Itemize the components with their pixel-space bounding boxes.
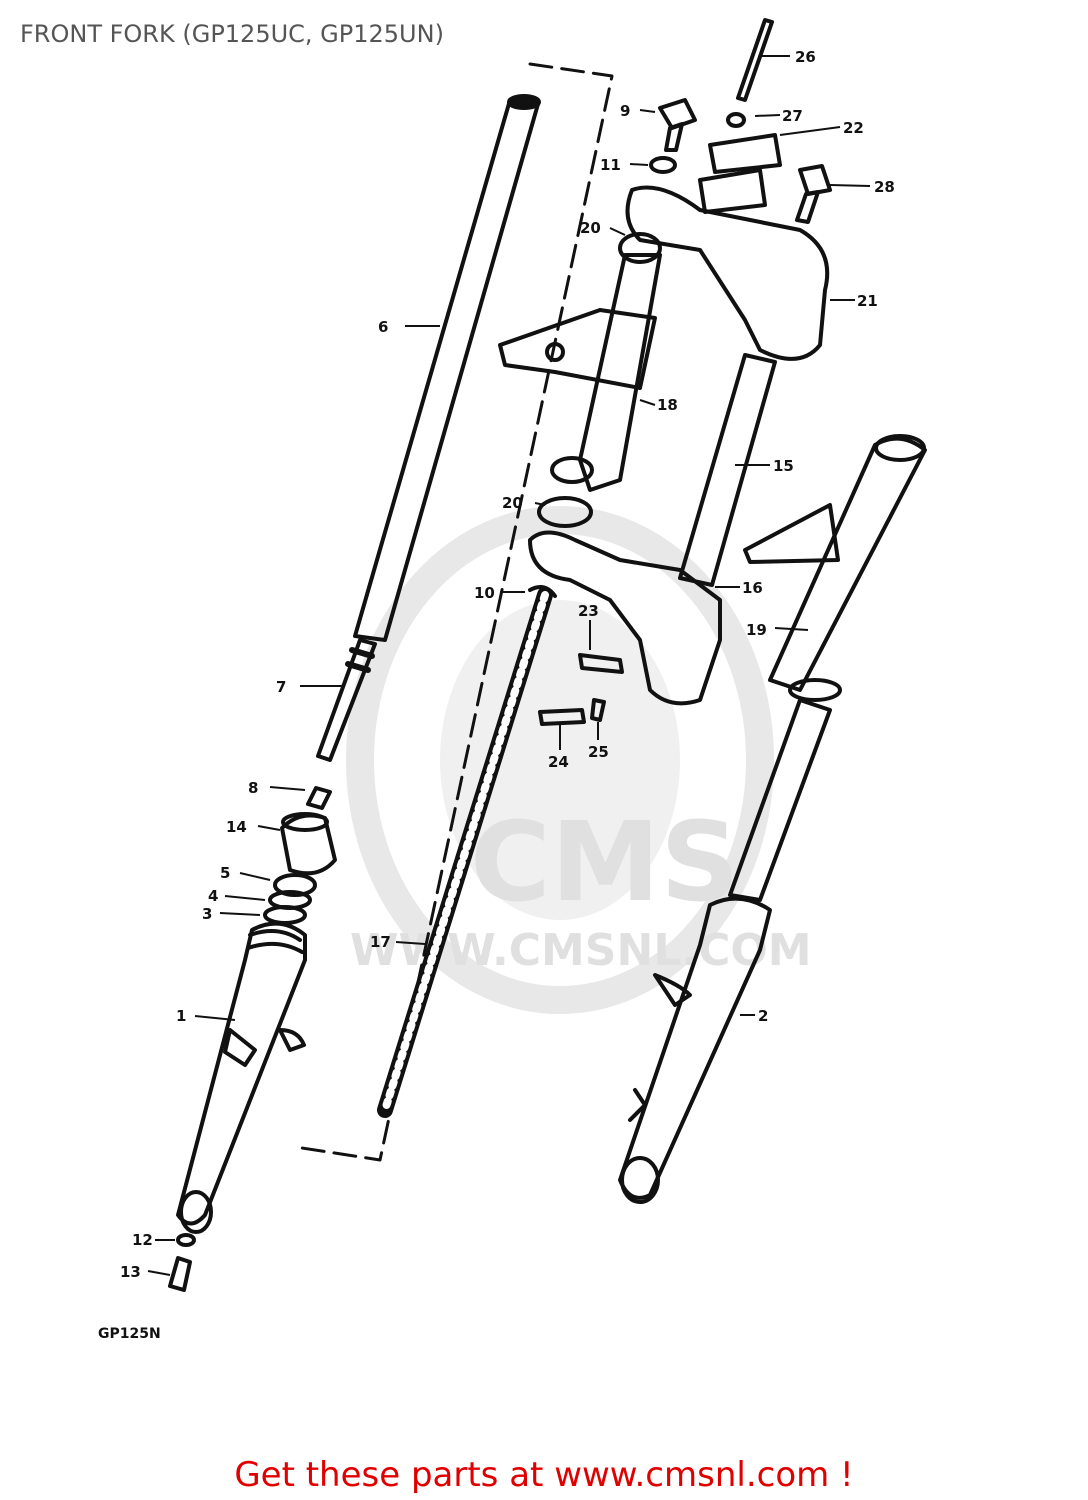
part-6-inner-tube: [353, 94, 541, 642]
callout-21: 21: [857, 292, 878, 310]
part-13-bolt: [168, 1256, 192, 1292]
callout-2: 2: [758, 1007, 768, 1025]
part-28-bolt: [795, 164, 832, 224]
callout-26: 26: [795, 48, 816, 66]
part-callouts: 6 7 8 14 5 4 3 1 12 13 17 10 9 11 20 20 …: [120, 48, 895, 1281]
callout-14: 14: [226, 818, 247, 836]
callout-9: 9: [620, 102, 630, 120]
part-7-damper-rod: [316, 638, 377, 762]
callout-19: 19: [746, 621, 767, 639]
callout-18: 18: [657, 396, 678, 414]
callout-27: 27: [782, 107, 803, 125]
part-5-seal: [273, 873, 317, 897]
leader-lines: [147, 55, 871, 1276]
callout-12: 12: [132, 1231, 153, 1249]
cta-link[interactable]: www.cmsnl.com: [554, 1455, 830, 1495]
footer-cta: Get these parts at www.cmsnl.com !: [0, 1455, 1088, 1495]
part-26-bolt: [736, 18, 774, 102]
part-14-seal-housing: [280, 812, 337, 876]
part-25-pin: [590, 698, 606, 722]
part-18-headlight-bracket: [498, 253, 662, 492]
callout-20-upper: 20: [580, 219, 601, 237]
callout-15: 15: [773, 457, 794, 475]
callout-7: 7: [276, 678, 286, 696]
callout-1: 1: [176, 1007, 186, 1025]
callout-23: 23: [578, 602, 599, 620]
callout-16: 16: [742, 579, 763, 597]
part-20-upper-race: [618, 232, 662, 264]
part-1-outer-tube-left: [176, 921, 307, 1234]
callout-13: 13: [120, 1263, 141, 1281]
watermark-url: WWW.CMSNL.COM: [350, 925, 812, 976]
part-23-clip: [578, 653, 624, 674]
callout-24: 24: [548, 753, 569, 771]
part-11-washer: [649, 156, 677, 174]
watermark-brand: CMS: [470, 798, 739, 926]
part-8-rod-tip: [306, 786, 332, 810]
part-2-outer-tube-right: [618, 698, 832, 1204]
callout-6: 6: [378, 318, 388, 336]
part-27-nut: [726, 112, 746, 128]
callout-22: 22: [843, 119, 864, 137]
callout-25: 25: [588, 743, 609, 761]
callout-17: 17: [370, 933, 391, 951]
part-10-spring-seat: [528, 585, 557, 598]
callout-20-lower: 20: [502, 494, 523, 512]
part-17-spring: [377, 587, 553, 1118]
callout-5: 5: [220, 864, 230, 882]
diagram-code: GP125N: [98, 1326, 161, 1342]
part-12-washer: [176, 1233, 196, 1247]
part-19-inner-tube-right: [743, 434, 927, 702]
callout-11: 11: [600, 156, 621, 174]
part-9-bolt: [658, 98, 697, 152]
watermark-logo: CMS WWW.CMSNL.COM: [346, 506, 812, 1014]
callout-8: 8: [248, 779, 258, 797]
callout-10: 10: [474, 584, 495, 602]
part-24-bolt: [538, 708, 586, 726]
part-15-steering-stem: [678, 353, 777, 587]
callout-3: 3: [202, 905, 212, 923]
cta-prefix: Get these parts at: [234, 1455, 555, 1495]
cta-suffix: !: [829, 1455, 854, 1495]
assembly-outline: [300, 62, 614, 1162]
part-20-lower-race: [537, 496, 593, 528]
part-22-handlebar-clamp: [698, 133, 782, 214]
callout-4: 4: [208, 887, 218, 905]
page-title: FRONT FORK (GP125UC, GP125UN): [20, 20, 444, 48]
callout-28: 28: [874, 178, 895, 196]
part-16-lower-bracket: [528, 530, 722, 706]
